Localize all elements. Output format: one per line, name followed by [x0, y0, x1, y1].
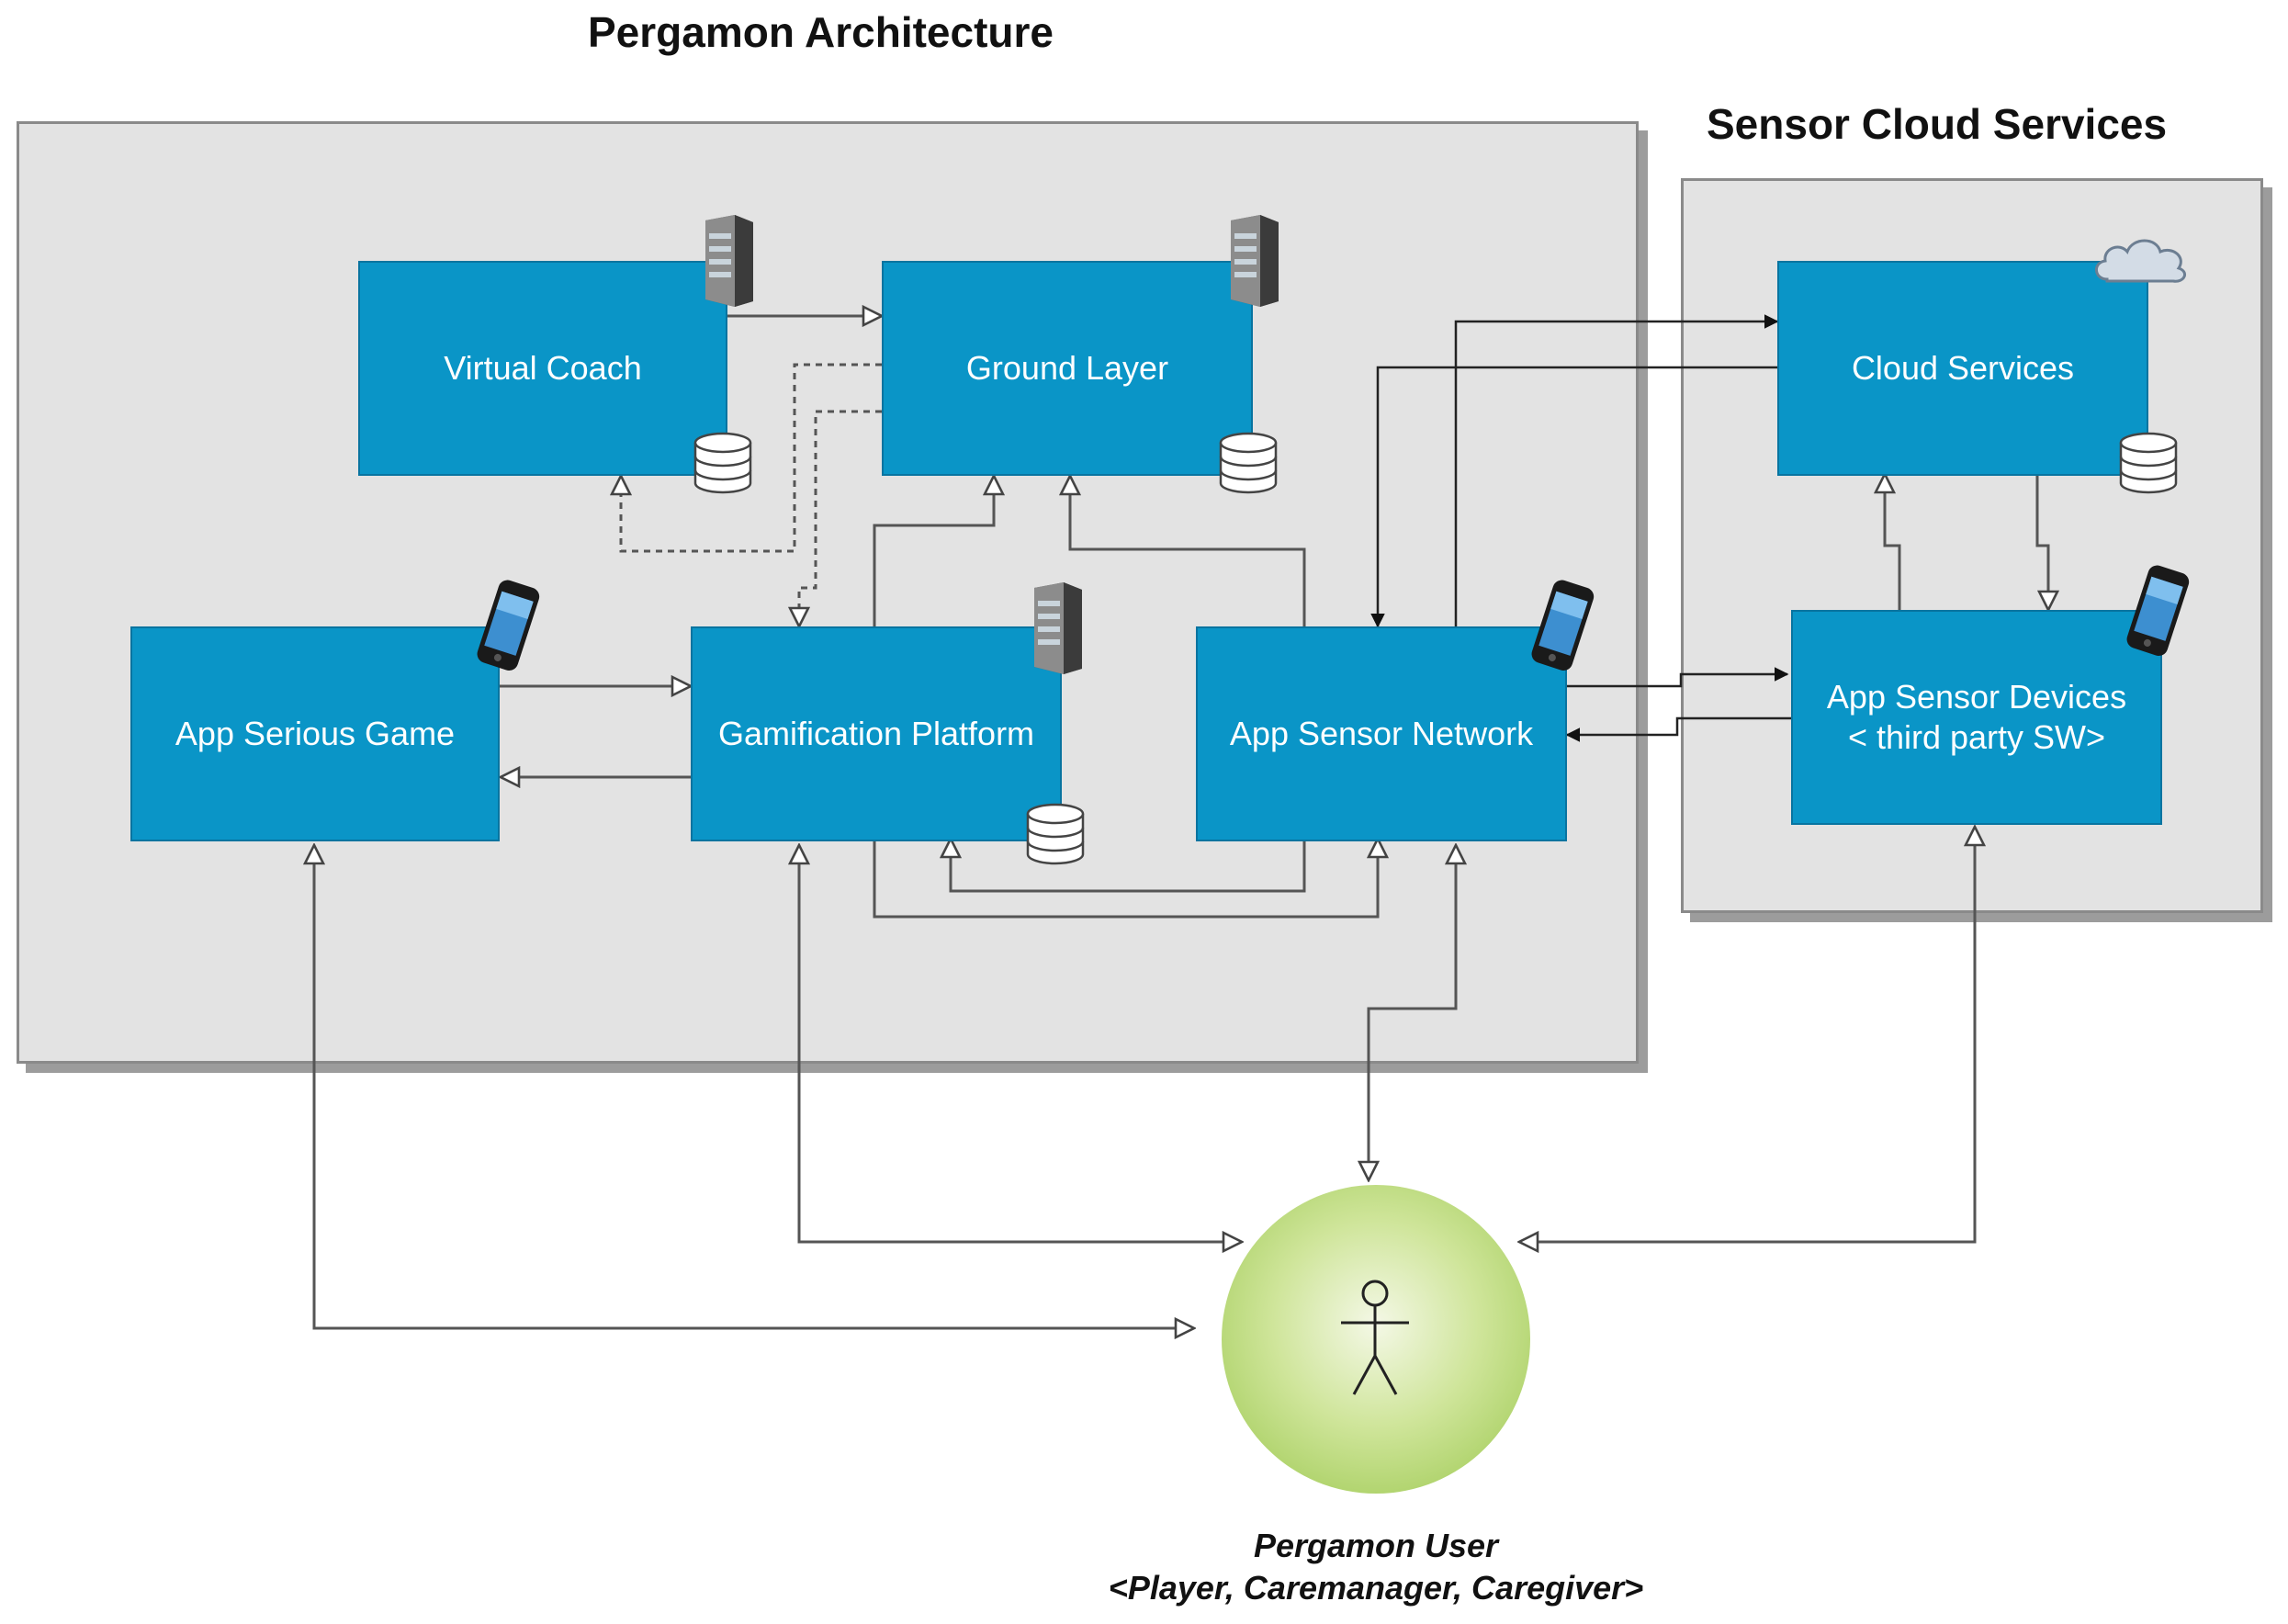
server-icon	[1034, 582, 1082, 674]
phone-icon	[2126, 565, 2190, 656]
database-icon	[2119, 432, 2178, 494]
database-icon	[693, 432, 752, 494]
app-serious-game-box[interactable]: App Serious Game	[130, 626, 500, 841]
pergamon-user-caption: Pergamon User <Player, Caremanager, Care…	[1065, 1525, 1686, 1609]
edge-network-to-devices	[1565, 674, 1787, 688]
phone-icon	[477, 580, 540, 671]
edge-network-to-gamification	[951, 839, 1306, 893]
pergamon-architecture-container	[17, 121, 1639, 1064]
database-icon	[1026, 803, 1085, 865]
edge-devices-to-user	[1519, 919, 1977, 1242]
edge-network-to-user	[1369, 919, 1458, 1180]
pergamon-user-name: Pergamon User	[1253, 1527, 1499, 1564]
app-sensor-network-label: App Sensor Network	[1229, 715, 1534, 752]
edge-devices-to-cloud	[1885, 474, 1901, 610]
gamification-platform-box[interactable]: Gamification Platform	[691, 626, 1062, 841]
phone-icon	[1531, 580, 1595, 671]
actor-icon	[1341, 1280, 1409, 1395]
cloud-services-box[interactable]: Cloud Services	[1777, 261, 2148, 476]
cloud-icon	[2095, 239, 2187, 283]
app-sensor-network-box[interactable]: App Sensor Network	[1196, 626, 1567, 841]
edge-network-to-ground	[1070, 476, 1306, 626]
virtual-coach-box[interactable]: Virtual Coach	[358, 261, 727, 476]
edge-user-to-network	[1367, 845, 1456, 1178]
gamification-platform-label: Gamification Platform	[717, 715, 1035, 752]
edge-user-to-gamification	[799, 845, 1242, 1244]
edge-gamification-to-user	[797, 919, 1242, 1242]
server-icon	[705, 215, 753, 307]
server-icon	[1231, 215, 1279, 307]
edge-cloud-to-devices	[2035, 474, 2048, 610]
edge-devices-to-network	[1567, 716, 1791, 735]
pergamon-architecture-title: Pergamon Architecture	[588, 8, 1054, 56]
edge-cloud-to-network	[1378, 366, 1777, 626]
ground-layer-box[interactable]: Ground Layer	[882, 261, 1253, 476]
cloud-services-label: Cloud Services	[1851, 349, 2075, 387]
edge-network-to-cloud	[1454, 321, 1777, 626]
app-sensor-devices-label: App Sensor Devices	[1826, 678, 2127, 716]
app-sensor-devices-box[interactable]: App Sensor Devices < third party SW>	[1791, 610, 2162, 825]
ground-layer-label: Ground Layer	[965, 349, 1169, 387]
edge-gamification-to-ground	[873, 476, 994, 626]
pergamon-user-roles: <Player, Caremanager, Caregiver>	[1108, 1569, 1644, 1607]
app-sensor-devices-sublabel: < third party SW>	[1847, 718, 2106, 756]
edge-ground-to-gamification-dotted	[799, 410, 882, 626]
database-icon	[1219, 432, 1278, 494]
sensor-cloud-services-title: Sensor Cloud Services	[1707, 100, 2168, 148]
app-serious-game-label: App Serious Game	[175, 715, 456, 752]
edge-game-to-user	[312, 919, 1194, 1328]
edge-gamification-to-network	[873, 839, 1378, 919]
virtual-coach-label: Virtual Coach	[444, 349, 642, 387]
